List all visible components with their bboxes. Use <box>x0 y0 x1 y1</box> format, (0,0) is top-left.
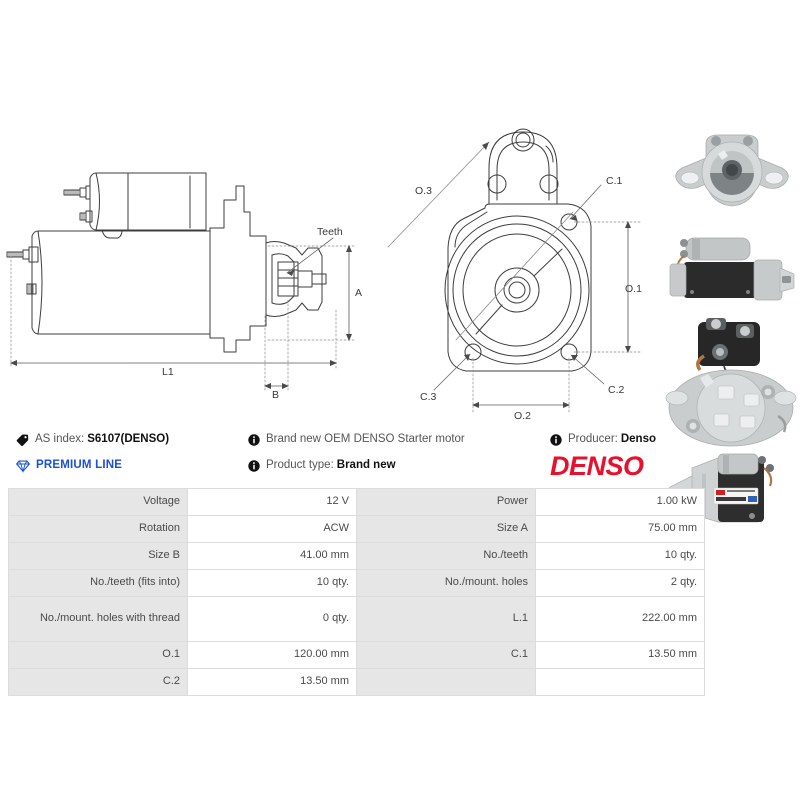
spec-value-right <box>535 668 705 696</box>
info-icon <box>248 460 260 472</box>
spec-key-right: L.1 <box>356 596 536 642</box>
spec-key-right: C.1 <box>356 641 536 669</box>
product-description-item: Brand new OEM DENSO Starter motor <box>248 428 465 452</box>
front-view-drawing <box>387 128 643 413</box>
spec-key-right: Power <box>356 488 536 516</box>
product-info-row-1: AS index: S6107(DENSO) Brand new OEM DEN… <box>0 428 662 452</box>
spec-value-right: 75.00 mm <box>535 515 705 543</box>
producer-label: Producer: <box>568 433 618 446</box>
producer-value: Denso <box>620 433 657 446</box>
product-info-block: AS index: S6107(DENSO) Brand new OEM DEN… <box>0 428 662 484</box>
diamond-icon <box>16 459 30 473</box>
spec-value-left: 41.00 mm <box>187 542 357 570</box>
spec-key-left: Rotation <box>8 515 188 543</box>
spec-key-left: O.1 <box>8 641 188 669</box>
spec-key-right: No./mount. holes <box>356 569 536 597</box>
denso-brand-logo: DENSO <box>550 451 644 481</box>
as-index-label: AS index: <box>35 433 85 446</box>
spec-key-left: C.2 <box>8 668 188 696</box>
spec-value-right: 10 qty. <box>535 542 705 570</box>
table-row: No./teeth (fits into)10 qty.No./mount. h… <box>8 569 705 597</box>
label-dim-c2: C.2 <box>608 384 625 396</box>
spec-value-left: 12 V <box>187 488 357 516</box>
premium-line-badge: PREMIUM LINE <box>16 454 122 478</box>
spec-value-right: 13.50 mm <box>535 641 705 669</box>
starter-angled-label-photo[interactable] <box>662 452 800 530</box>
starter-front-view-photo[interactable] <box>662 126 800 226</box>
product-info-row-2: PREMIUM LINE Product type: Brand new DEN… <box>0 451 662 481</box>
spec-key-right: No./teeth <box>356 542 536 570</box>
drawings-svg: Teeth A B L1 O.1 O.2 O.3 C.1 C.2 C.3 <box>6 128 643 420</box>
spec-value-left: ACW <box>187 515 357 543</box>
label-dim-c1: C.1 <box>606 175 623 187</box>
label-dim-a: A <box>355 287 362 299</box>
spec-value-right: 2 qty. <box>535 569 705 597</box>
spec-key-left: Size B <box>8 542 188 570</box>
tag-icon <box>16 433 29 447</box>
spec-key-left: No./mount. holes with thread <box>8 596 188 642</box>
label-dim-o2: O.2 <box>514 410 531 420</box>
side-view-drawing <box>6 172 356 393</box>
spec-key-right: Size A <box>356 515 536 543</box>
label-dim-c3: C.3 <box>420 391 437 403</box>
spec-value-right: 1.00 kW <box>535 488 705 516</box>
spec-value-left: 13.50 mm <box>187 668 357 696</box>
spec-value-right: 222.00 mm <box>535 596 705 642</box>
starter-solenoid-rear-photo[interactable] <box>662 316 800 448</box>
label-dim-o3: O.3 <box>415 185 432 197</box>
as-index-item: AS index: S6107(DENSO) <box>16 428 169 452</box>
technical-drawings: Teeth A B L1 O.1 O.2 O.3 C.1 C.2 C.3 <box>0 0 660 420</box>
spec-key-left: No./teeth (fits into) <box>8 569 188 597</box>
producer-item: Producer: Denso <box>550 428 656 452</box>
product-type-value: Brand new <box>336 459 396 472</box>
info-icon <box>550 434 562 446</box>
label-dim-o1: O.1 <box>625 283 642 295</box>
product-photo-strip <box>662 126 800 530</box>
spec-value-left: 120.00 mm <box>187 641 357 669</box>
as-index-value: S6107(DENSO) <box>87 433 170 446</box>
product-description-text: Brand new OEM DENSO Starter motor <box>266 433 465 446</box>
label-dim-l1: L1 <box>162 366 174 378</box>
premium-line-label: PREMIUM LINE <box>36 459 123 472</box>
label-dim-b: B <box>272 389 279 401</box>
label-teeth: Teeth <box>317 226 343 238</box>
product-type-item: Product type: Brand new <box>248 454 396 478</box>
spec-value-left: 10 qty. <box>187 569 357 597</box>
spec-value-left: 0 qty. <box>187 596 357 642</box>
info-icon <box>248 434 260 446</box>
spec-key-left: Voltage <box>8 488 188 516</box>
product-type-label: Product type: <box>266 459 334 472</box>
starter-side-view-photo[interactable] <box>662 230 800 312</box>
spec-key-right <box>356 668 536 696</box>
